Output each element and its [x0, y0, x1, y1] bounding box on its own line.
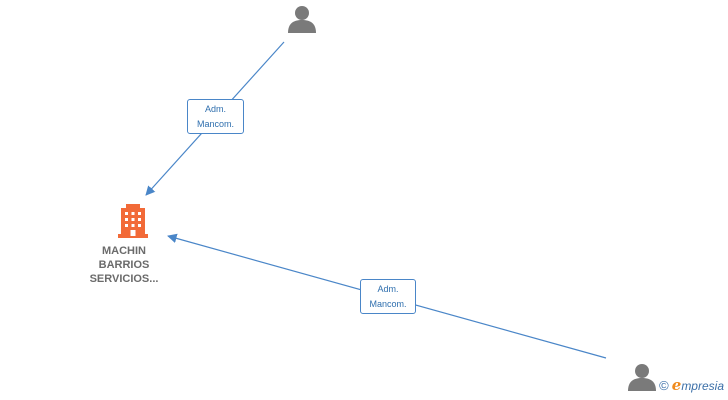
brand-logo: ©empresia [659, 376, 724, 394]
brand-name: mpresia [681, 379, 724, 393]
edge-label-line: Adm. [204, 104, 226, 114]
copyright-symbol: © [659, 378, 669, 393]
edge-label-bottom: Adm. Mancom. [360, 279, 416, 314]
edge-label-line: Mancom. [196, 119, 234, 129]
company-label[interactable]: MACHIN BARRIOS SERVICIOS... [84, 244, 164, 286]
edge-label-line: Adm. [377, 284, 399, 294]
building-icon[interactable] [118, 204, 148, 238]
company-label-line: SERVICIOS... [89, 273, 159, 285]
brand-initial: e [671, 376, 682, 394]
edge-label-top: Adm. Mancom. [187, 99, 244, 134]
person-icon[interactable] [288, 6, 316, 33]
person-icon[interactable] [628, 364, 656, 391]
company-label-line: MACHIN [102, 245, 146, 257]
company-label-line: BARRIOS [98, 259, 150, 271]
edge-label-line: Mancom. [369, 299, 407, 309]
